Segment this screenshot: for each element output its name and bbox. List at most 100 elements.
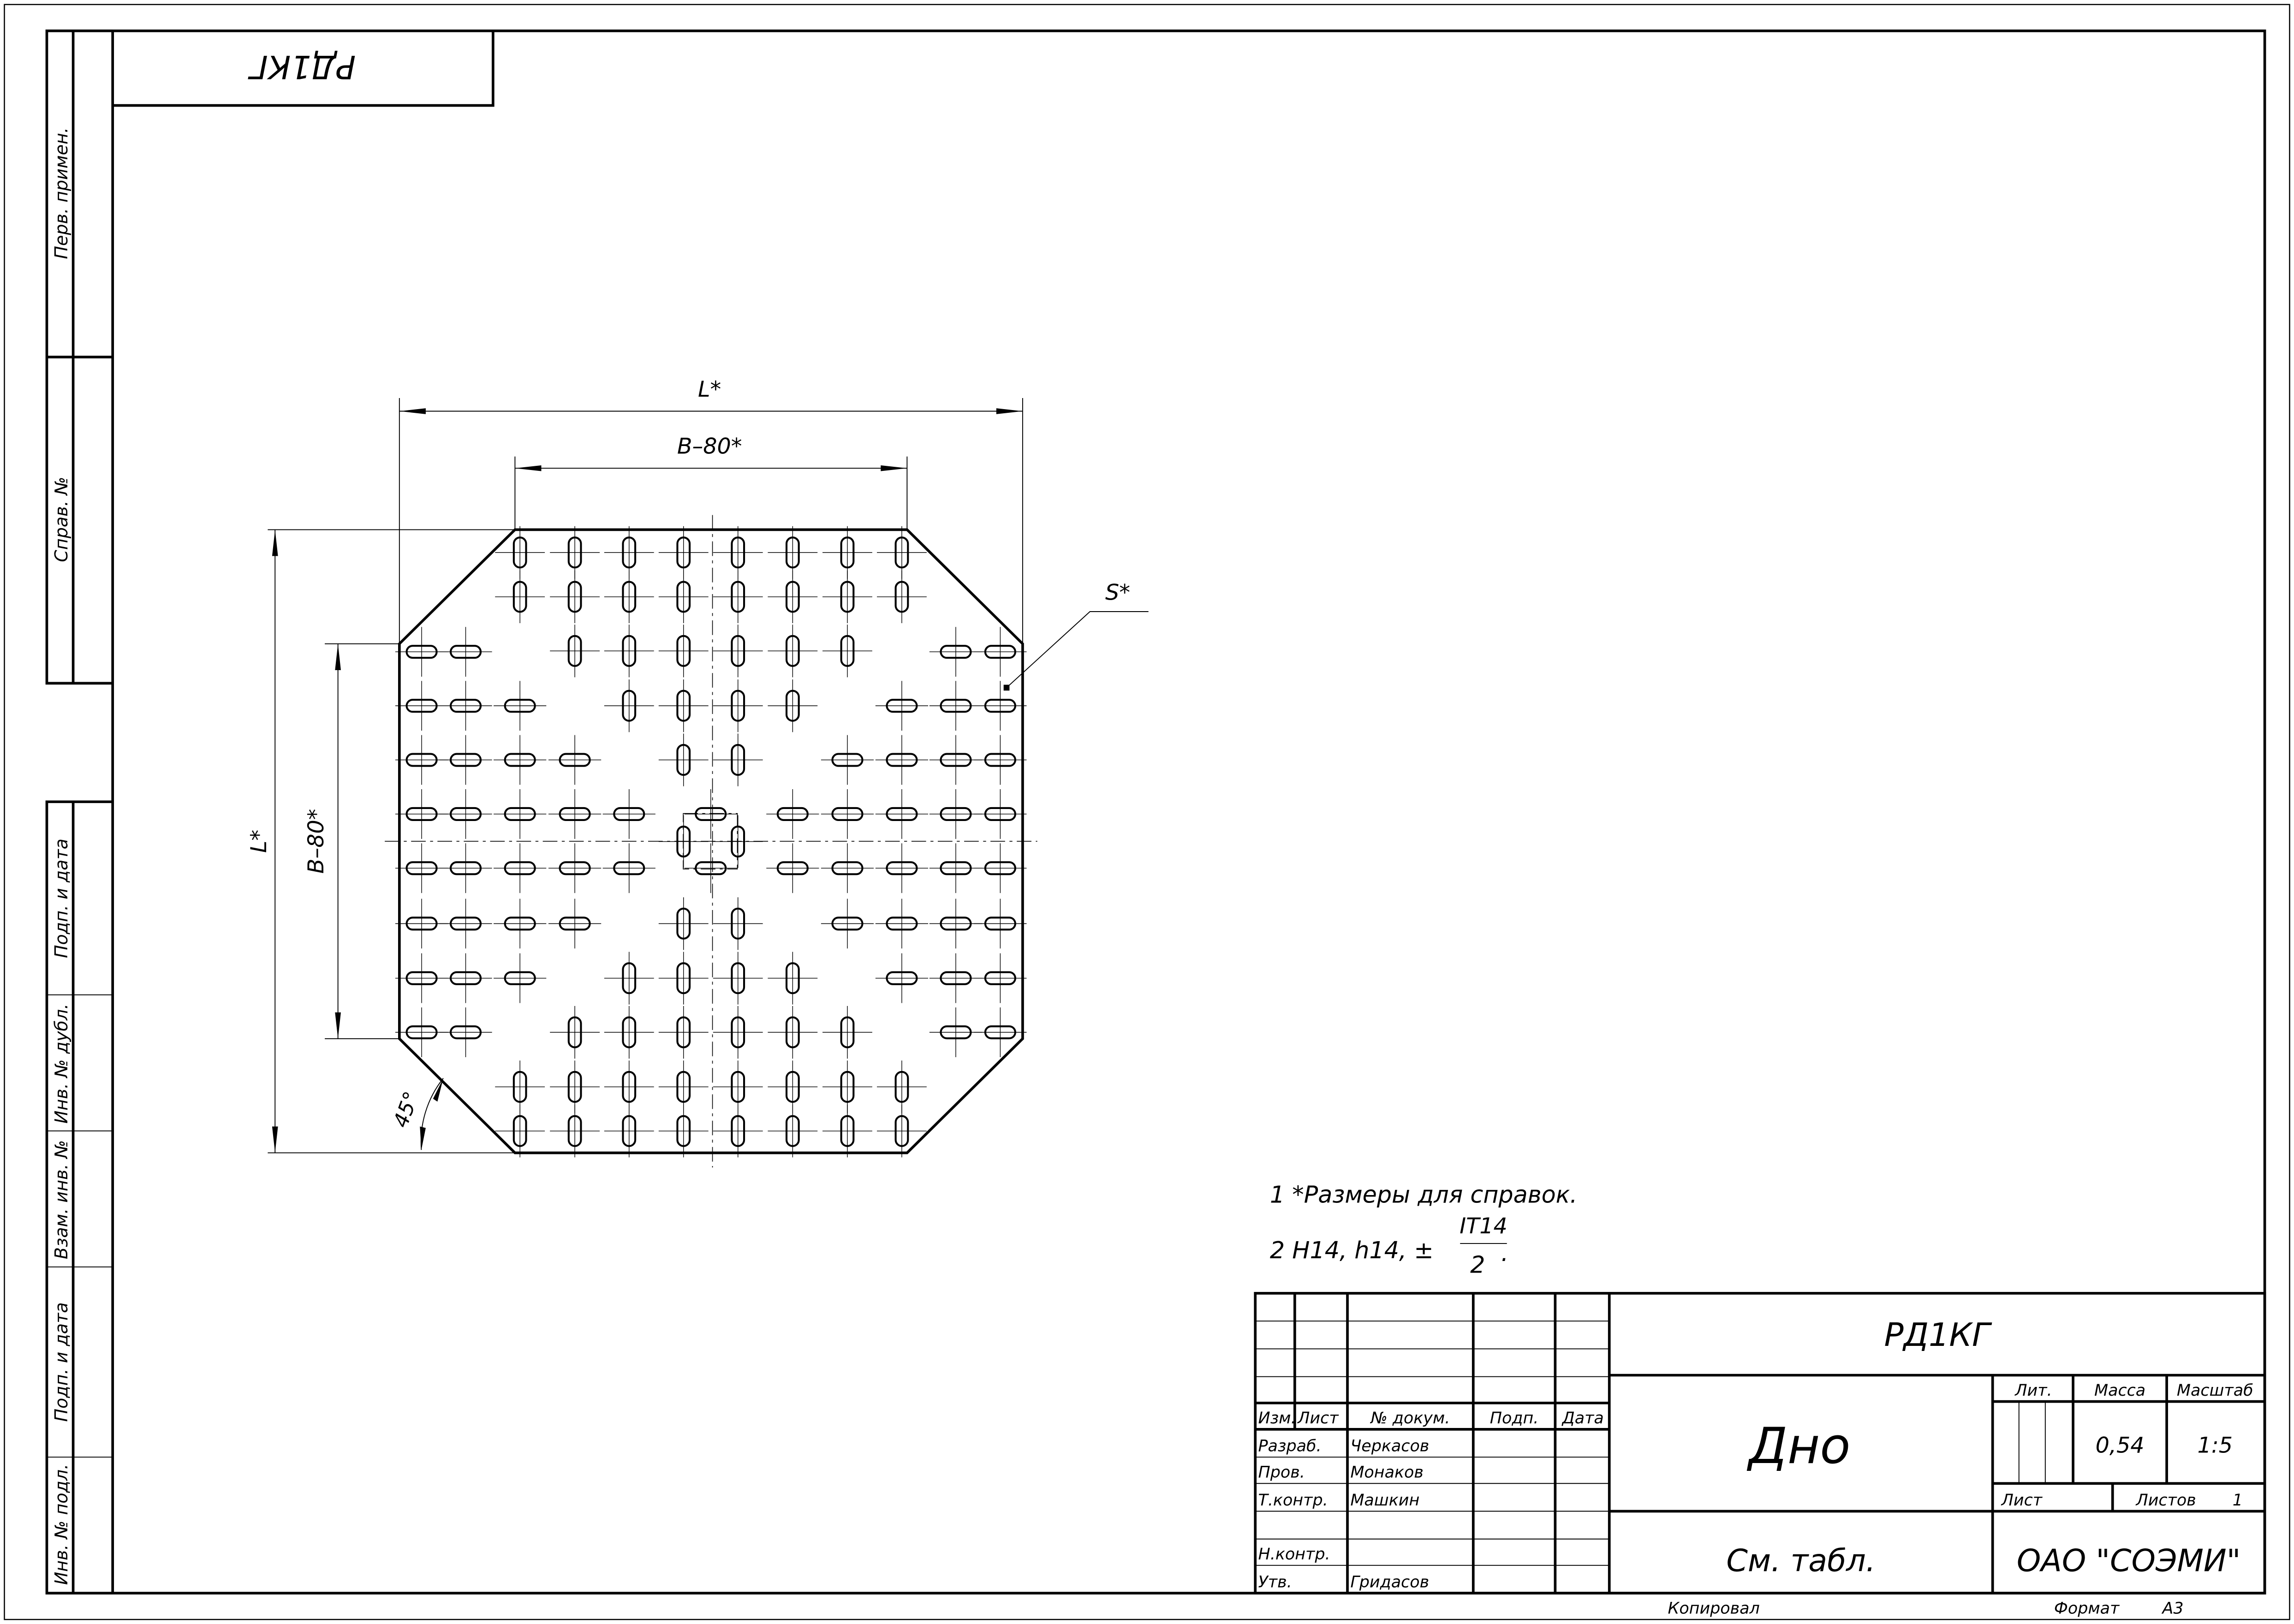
slot-hole [894,1115,909,1147]
slot-hole [512,1115,527,1147]
slot-hole [405,971,438,985]
scale-value: 1:5 [2197,1433,2233,1458]
slot-hole [567,1115,582,1147]
slot-hole [405,916,438,931]
slot-hole [512,1071,527,1103]
material: См. табл. [1726,1543,1875,1579]
slot-hole [731,1016,745,1048]
slot-hole [731,907,745,940]
dim-length-left: L* [246,830,272,853]
role-name: Черкасов [1350,1437,1429,1455]
mirrored-code: РД1КГ [248,48,356,85]
role-label: Разраб. [1258,1437,1322,1455]
slot-hole [676,536,691,569]
slot-hole [984,861,1016,875]
mass-label: Масса [2094,1381,2145,1400]
slot-hole [840,1071,855,1103]
sheets-value: 1 [2233,1491,2243,1510]
format-value: А3 [2162,1600,2184,1618]
slot-hole [940,861,972,875]
role-label: Т.контр. [1258,1491,1328,1510]
slot-hole [940,971,972,985]
slot-hole [894,1071,909,1103]
slot-hole [940,699,972,713]
slot-hole [504,699,536,713]
slot-hole [622,1016,637,1048]
slot-hole [984,807,1016,821]
slot-hole [676,962,691,994]
header-sign: Подп. [1490,1409,1539,1428]
slot-hole [449,645,482,659]
sheet-label: Лист [2001,1491,2043,1510]
slot-hole [622,1115,637,1147]
slot-hole [405,645,438,659]
slot-hole [886,861,918,875]
dim-inner-top: B–80* [677,434,742,459]
slot-hole [785,536,800,569]
dim-inner-left: B–80* [304,809,329,874]
slot-hole [940,916,972,931]
part-view [385,515,1037,1168]
inner-frame [111,30,2266,1594]
side-label: Взам. инв. № [51,1140,72,1259]
slot-hole [886,971,918,985]
side-label: Справ. № [51,477,72,562]
dim-length-top: L* [698,377,721,402]
role-name: Машкин [1350,1491,1419,1510]
dim-angle: 45° [389,1089,423,1130]
slot-hole [695,807,727,821]
slot-hole [831,753,864,767]
slot-hole [840,1115,855,1147]
slot-hole [559,807,591,821]
slot-hole [504,807,536,821]
slot-hole [776,861,809,875]
slot-hole [676,825,691,858]
slot-hole [567,1016,582,1048]
slot-hole [840,536,855,569]
fraction-numerator: IT14 [1460,1214,1507,1239]
slot-hole [984,971,1016,985]
lit-label: Лит. [2014,1381,2052,1400]
slot-hole [731,825,745,858]
slot-hole [984,753,1016,767]
slot-hole [940,1025,972,1040]
slot-hole [894,581,909,613]
slot-hole [405,1025,438,1040]
slot-hole [676,1071,691,1103]
slot-hole [676,1115,691,1147]
slot-hole [449,753,482,767]
title-block: Изм. Лист № докум. Подп. Дата Разраб. Че… [1254,1292,2266,1594]
slot-hole [731,581,745,613]
slot-hole [731,635,745,667]
octagon-outline [398,528,1024,1154]
slot-hole [676,907,691,940]
slot-hole [567,635,582,667]
sheets-label: Листов [2135,1491,2196,1510]
slot-hole [785,1071,800,1103]
side-label: Инв. № дубл. [51,1004,72,1124]
slot-hole [840,635,855,667]
format-label: Формат [2054,1600,2120,1618]
slot-hole [731,690,745,722]
slot-hole [831,807,864,821]
slot-hole [984,916,1016,931]
slot-hole [622,536,637,569]
slot-hole [984,1025,1016,1040]
slot-hole [559,861,591,875]
slot-hole [676,635,691,667]
slot-hole [785,581,800,613]
slot-hole [622,1071,637,1103]
header-list: Лист [1297,1409,1339,1428]
technical-notes: 1 *Размеры для справок. 2 H14, h14, ± IT… [1270,1181,1578,1278]
slot-hole [449,971,482,985]
slot-hole [886,753,918,767]
company: ОАО "СОЭМИ" [2017,1543,2241,1579]
side-label: Инв. № подл. [51,1464,72,1585]
slot-hole [676,581,691,613]
header-date: Дата [1561,1409,1603,1428]
slot-hole [886,916,918,931]
slot-hole [504,861,536,875]
slot-hole [449,916,482,931]
note-1: 1 *Размеры для справок. [1270,1181,1578,1208]
